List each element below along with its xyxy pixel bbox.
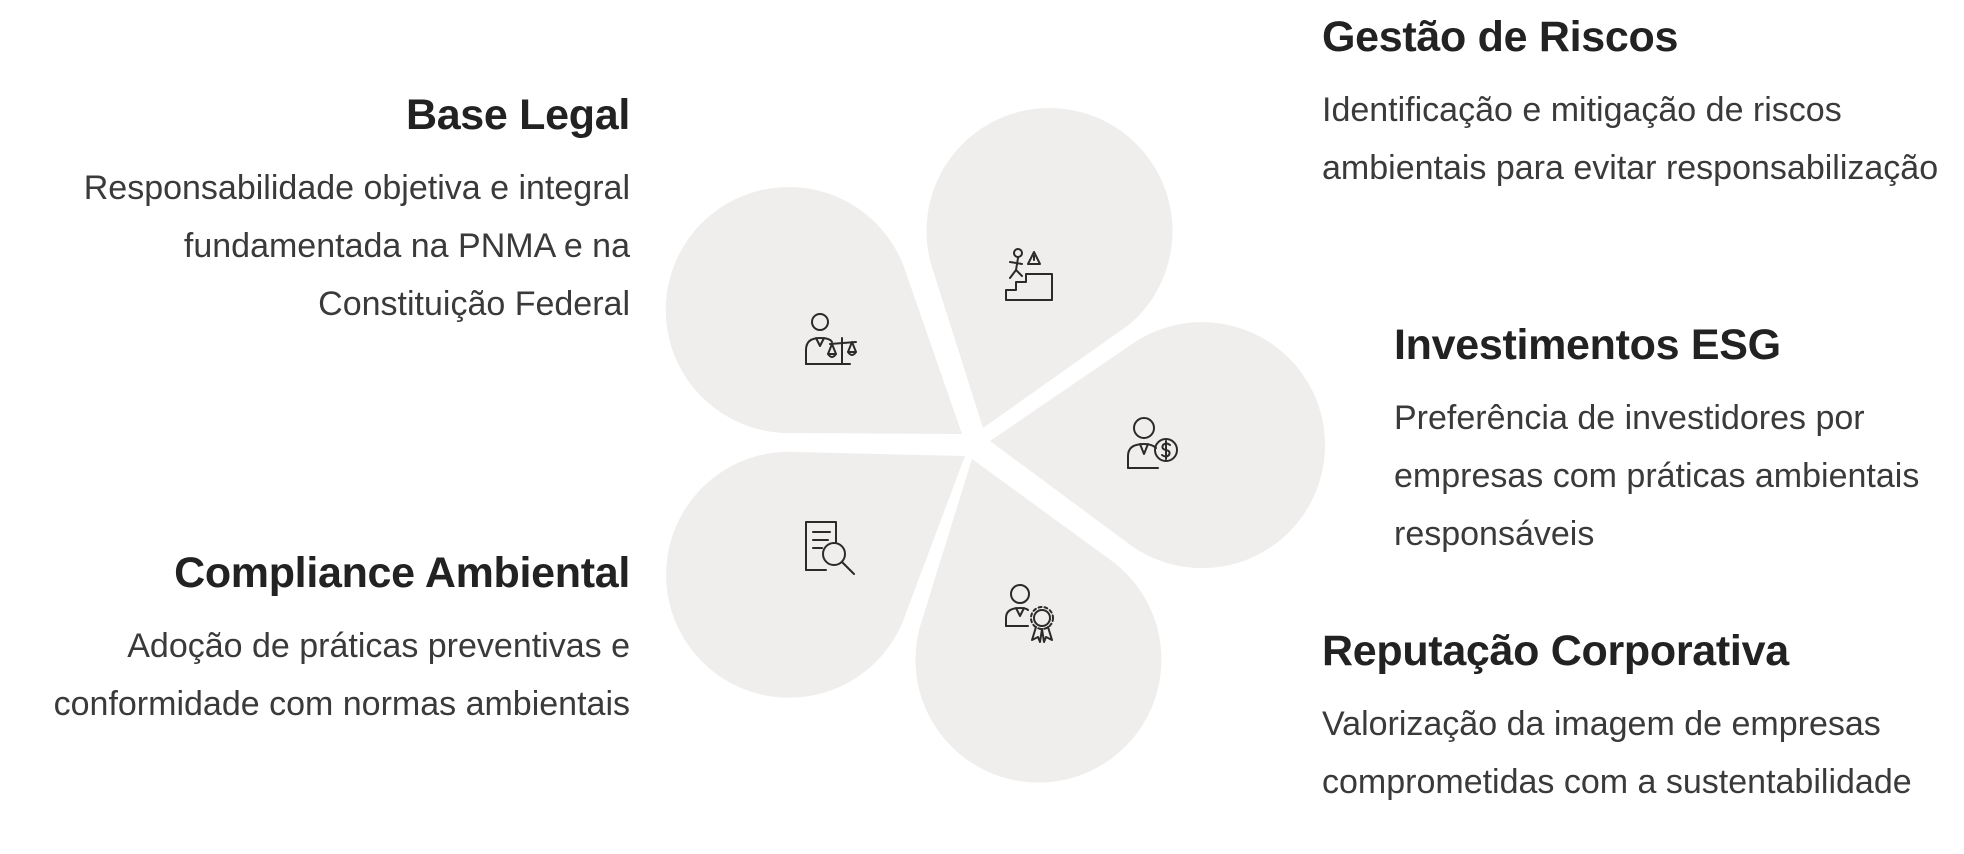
item-description: Valorização da imagem de empresas compro… — [1322, 705, 1912, 802]
petal-base-legal — [665, 187, 962, 434]
item-base-legal: Base Legal Responsabilidade objetiva e i… — [0, 91, 631, 333]
person-award-icon — [1005, 584, 1054, 643]
person-climbing-stairs-warning-icon — [1005, 248, 1053, 301]
item-title: Compliance Ambiental — [174, 549, 630, 597]
document-search-icon — [805, 521, 855, 575]
item-title: Reputação Corporativa — [1322, 627, 1789, 675]
item-title: Gestão de Riscos — [1322, 13, 1679, 61]
item-title: Investimentos ESG — [1394, 321, 1781, 369]
item-reputacao-corporativa: Reputação Corporativa Valorização da ima… — [1322, 627, 1962, 811]
item-description: Identificação e mitigação de riscos ambi… — [1322, 91, 1939, 188]
item-compliance-ambiental: Compliance Ambiental Adoção de práticas … — [0, 549, 631, 733]
item-description: Responsabilidade objetiva e integral fun… — [83, 169, 630, 324]
item-description: Adoção de práticas preventivas e conform… — [53, 627, 630, 724]
petal-reputacao-corporativa — [915, 459, 1162, 783]
item-description: Preferência de investidores por empresas… — [1394, 399, 1920, 554]
item-investimentos-esg: Investimentos ESG Preferência de investi… — [1394, 321, 1954, 563]
petal-investimentos-esg — [990, 322, 1326, 569]
item-title: Base Legal — [405, 91, 630, 139]
item-gestao-riscos: Gestão de Riscos Identificação e mitigaç… — [1322, 13, 1942, 197]
petal-compliance-ambiental — [666, 451, 965, 698]
petal-gestao-riscos — [926, 108, 1173, 428]
lawyer-scales-icon — [805, 313, 857, 365]
person-dollar-icon — [1127, 417, 1178, 469]
